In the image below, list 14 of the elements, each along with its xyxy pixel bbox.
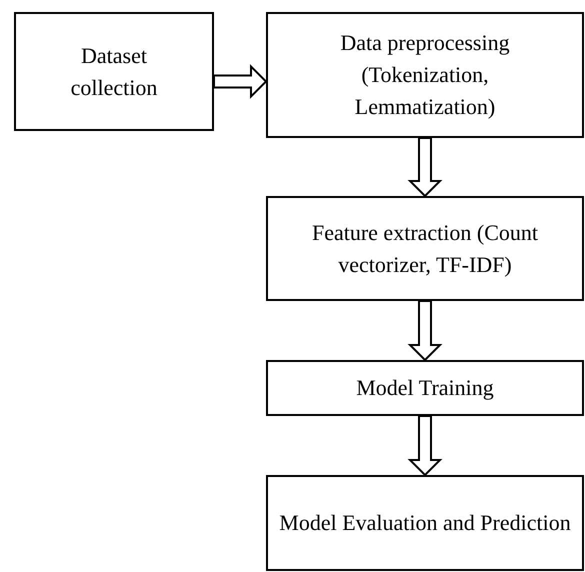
process-box	[266, 475, 584, 571]
process-box	[14, 12, 214, 131]
box-label: Dataset collection	[70, 42, 158, 102]
block-arrow	[408, 137, 442, 198]
box-label: Model Evaluation and Prediction	[279, 509, 571, 538]
process-box	[266, 12, 584, 138]
box-label: Model Training	[356, 374, 494, 402]
process-box	[266, 196, 584, 301]
block-arrow	[408, 300, 442, 362]
block-arrow	[213, 64, 268, 99]
box-label: Feature extraction (Count vectorizer, TF-IDF)	[310, 218, 540, 279]
box-label: Data preprocessing (Tokenization, Lemmatization)	[339, 29, 511, 121]
block-arrow	[408, 415, 442, 476]
process-box	[266, 360, 584, 416]
